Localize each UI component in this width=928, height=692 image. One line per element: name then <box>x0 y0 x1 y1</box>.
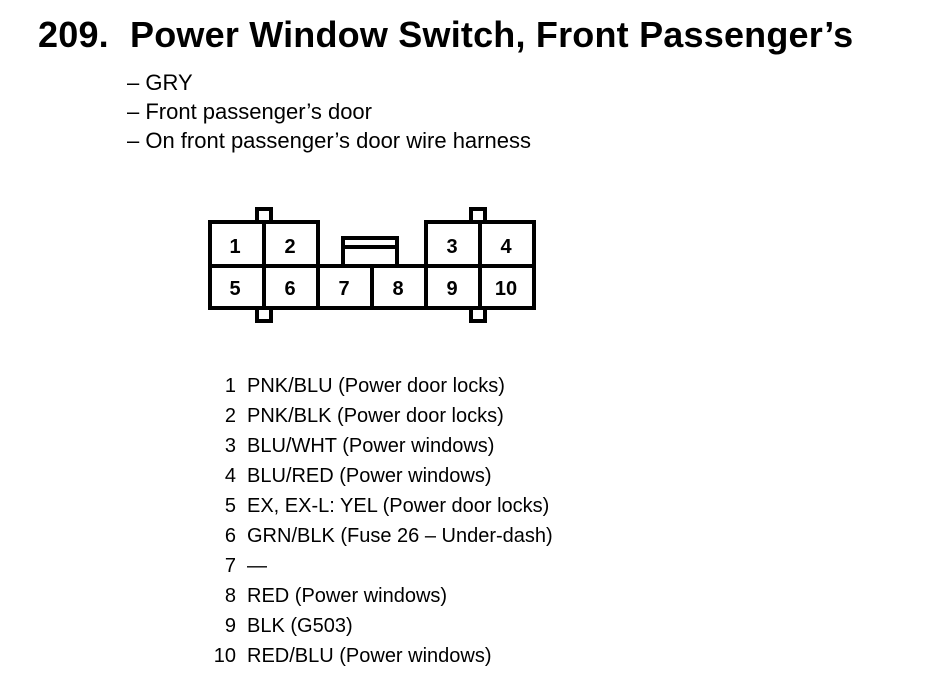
pin-number: 7 <box>224 555 236 577</box>
pin-description: — <box>247 555 267 577</box>
pin-description: BLK (G503) <box>247 615 353 637</box>
connector-key <box>341 236 399 265</box>
list-item: 5 EX, EX-L: YEL (Power door locks) <box>200 491 553 521</box>
pin-number: 9 <box>224 615 236 637</box>
list-item: 2 PNK/BLK (Power door locks) <box>200 401 553 431</box>
connector-color: – GRY <box>127 70 193 95</box>
pin-list: 1 PNK/BLU (Power door locks) 2 PNK/BLK (Po… <box>200 371 553 671</box>
pin-description: EX, EX-L: YEL (Power door locks) <box>247 495 550 517</box>
pin-number: 4 <box>224 465 236 487</box>
pin-number: 1 <box>224 375 236 397</box>
connector-diagram: 1 2 3 4 5 6 7 8 9 10 <box>208 207 536 323</box>
list-item: 6 GRN/BLK (Fuse 26 – Under-dash) <box>200 521 553 551</box>
pin-description: RED (Power windows) <box>247 585 448 607</box>
pin-description: GRN/BLK (Fuse 26 – Under-dash) <box>247 525 553 547</box>
pin-description: BLU/RED (Power windows) <box>247 465 492 487</box>
cavity-label: 9 <box>446 278 457 300</box>
list-item: 10 RED/BLU (Power windows) <box>200 641 553 671</box>
pin-description: PNK/BLK (Power door locks) <box>247 405 504 427</box>
component-number: 209. <box>38 14 109 55</box>
component-title: Power Window Switch, Front Passenger’s <box>130 14 854 55</box>
list-item: 4 BLU/RED (Power windows) <box>200 461 553 491</box>
page-title: 209. Power Window Switch, Front Passenger… <box>38 14 853 56</box>
cavity-label: 6 <box>284 278 295 300</box>
pin-description: BLU/WHT (Power windows) <box>247 435 495 457</box>
pin-number: 8 <box>224 585 236 607</box>
pin-number: 10 <box>213 645 236 667</box>
cavity-label: 10 <box>495 278 517 300</box>
pin-number: 2 <box>224 405 236 427</box>
cavity-label: 8 <box>392 278 403 300</box>
list-item: 8 RED (Power windows) <box>200 581 553 611</box>
list-item: 3 BLU/WHT (Power windows) <box>200 431 553 461</box>
list-item: 9 BLK (G503) <box>200 611 553 641</box>
pin-number: 5 <box>224 495 236 517</box>
pin-number: 3 <box>224 435 236 457</box>
pin-description: PNK/BLU (Power door locks) <box>247 375 505 397</box>
connector-harness: – On front passenger’s door wire harness <box>127 128 531 153</box>
pin-description: RED/BLU (Power windows) <box>247 645 492 667</box>
pin-number: 6 <box>224 525 236 547</box>
connector-description: – GRY – Front passenger’s door – On fron… <box>127 68 531 155</box>
cavity-label: 1 <box>229 236 240 258</box>
cavity-label: 4 <box>500 236 512 258</box>
cavity-label: 2 <box>284 236 295 258</box>
list-item: 1 PNK/BLU (Power door locks) <box>200 371 553 401</box>
cavity-label: 5 <box>229 278 240 300</box>
connector-location: – Front passenger’s door <box>127 99 372 124</box>
cavity-label: 3 <box>446 236 457 258</box>
cavity-label: 7 <box>338 278 349 300</box>
list-item: 7— <box>200 551 553 581</box>
